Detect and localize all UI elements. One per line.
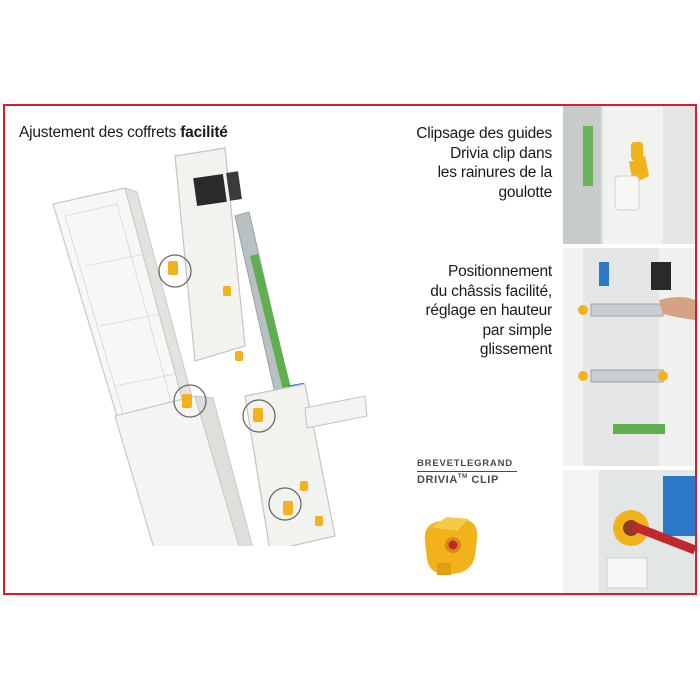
brochure-frame: Ajustement des coffrets facilité Clipsag… — [3, 104, 697, 595]
caption-positionnement: Positionnement du châssis facilité, régl… — [352, 262, 552, 360]
caption-line: les rainures de la — [437, 164, 553, 181]
photo-divider — [561, 244, 695, 247]
caption-line: du châssis facilité, — [430, 282, 552, 300]
brand-drivia: DRIVIA — [417, 474, 458, 486]
photo-divider — [561, 466, 695, 469]
drivia-clip-icon — [424, 517, 478, 575]
brand-tm: TM — [457, 474, 468, 480]
headline: Ajustement des coffrets facilité — [19, 124, 228, 142]
brand-block: BREVETLEGRAND DRIVIATM CLIP — [417, 458, 517, 486]
brand-clip: CLIP — [467, 474, 499, 486]
photo-positionnement — [563, 248, 695, 466]
caption-line: Clipsage des guides — [416, 125, 552, 142]
caption-line: goulotte — [498, 183, 552, 201]
brand-brevet: BREVET — [417, 458, 461, 469]
brand-drivia-clip: DRIVIATM CLIP — [417, 474, 517, 486]
panel-illustration — [52, 147, 368, 546]
photo-clip-detail — [563, 470, 695, 593]
headline-prefix: Ajustement des coffrets — [19, 124, 181, 141]
brand-legrand: LEGRAND — [460, 458, 513, 469]
caption-line: réglage en hauteur — [425, 302, 552, 319]
photo-clipsage — [563, 106, 695, 244]
caption-clipsage: Clipsage des guides Drivia clip dans les… — [352, 124, 552, 202]
brand-rule — [417, 471, 517, 472]
caption-line: glissement — [479, 341, 552, 358]
caption-line: Drivia clip dans — [450, 144, 552, 162]
brand-brevet-legrand: BREVETLEGRAND — [417, 458, 517, 469]
caption-line: Positionnement — [447, 263, 552, 280]
caption-line: par simple — [482, 321, 553, 339]
headline-emphasis: facilité — [180, 124, 228, 141]
